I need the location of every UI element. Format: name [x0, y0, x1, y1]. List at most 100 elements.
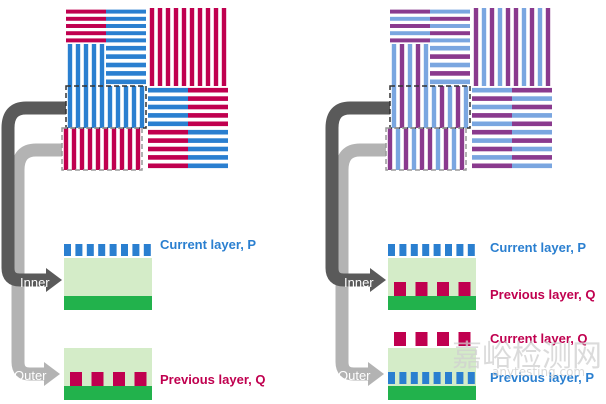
fiber-stripe — [106, 9, 146, 14]
fiber-dash — [467, 244, 475, 256]
right-outer-arrow-head — [368, 362, 384, 386]
fiber-stripe — [106, 38, 146, 43]
fiber-stripe — [106, 62, 146, 68]
fiber-stripe — [221, 8, 227, 86]
fiber-stripe — [430, 45, 470, 51]
fiber-stripe — [149, 8, 155, 86]
fiber-stripe — [148, 96, 188, 101]
left-previous-label: Previous layer, Q — [160, 372, 266, 387]
fiber-stripe — [83, 86, 89, 128]
right-previous-top-label: Previous layer, Q — [490, 287, 596, 302]
fiber-stripe — [430, 54, 470, 59]
fiber-stripe — [66, 38, 106, 43]
fiber-stripe — [91, 44, 97, 86]
fiber-stripe — [87, 128, 93, 170]
fiber-stripe — [135, 128, 141, 170]
right-inner-arrow — [325, 101, 390, 287]
fiber-stripe — [415, 86, 421, 128]
fiber-stripe — [189, 8, 195, 86]
fiber-stripe — [472, 129, 512, 135]
fiber-stripe — [205, 8, 211, 86]
fiber-stripe — [157, 8, 163, 86]
fiber-stripe — [66, 31, 106, 36]
fiber-stripe — [106, 54, 146, 59]
fiber-stripe — [106, 45, 146, 51]
fiber-stripe — [497, 8, 503, 86]
fiber-dash — [132, 244, 140, 256]
fiber-stripe — [472, 87, 512, 93]
fiber-stripe — [512, 121, 552, 127]
fiber-stripe — [148, 155, 188, 160]
fiber-stripe — [430, 9, 470, 14]
fiber-block — [458, 332, 471, 346]
fiber-stripe — [131, 86, 137, 128]
fiber-stripe — [188, 96, 228, 101]
fiber-dash — [388, 244, 395, 256]
fiber-block — [113, 372, 125, 386]
fiber-stripe — [430, 38, 470, 43]
right-inner-arrow-head — [370, 268, 386, 292]
fiber-stripe — [83, 44, 89, 86]
fiber-dash — [467, 372, 475, 384]
fiber-stripe — [188, 121, 228, 127]
fiber-stripe — [512, 138, 552, 143]
left-outer-base — [64, 386, 152, 400]
fiber-stripe — [403, 128, 409, 170]
fiber-stripe — [435, 128, 441, 170]
right-current-top-label: Current layer, P — [490, 240, 586, 255]
fiber-stripe — [75, 86, 81, 128]
fiber-block — [415, 282, 428, 296]
fiber-stripe — [512, 155, 552, 160]
fiber-dash — [433, 372, 441, 384]
fiber-stripe — [513, 8, 519, 86]
fiber-dash — [410, 372, 418, 384]
right-inner-label: Inner — [344, 275, 374, 290]
fiber-dash — [410, 244, 418, 256]
left-inner-arrow — [1, 101, 66, 287]
fiber-stripe — [505, 8, 511, 86]
left-outer-arrow-head — [44, 362, 60, 386]
left-outer-arrow — [11, 143, 70, 381]
fiber-stripe — [173, 8, 179, 86]
fiber-stripe — [148, 87, 188, 93]
right-current-bottom-label: Current layer, Q — [490, 331, 588, 346]
fiber-dash — [75, 244, 83, 256]
fiber-dash — [109, 244, 117, 256]
fiber-stripe — [512, 87, 552, 93]
right-outer-top-block-strip — [394, 332, 471, 346]
fiber-stripe — [188, 129, 228, 135]
fiber-stripe — [115, 86, 121, 128]
fiber-stripe — [71, 128, 77, 170]
fiber-stripe — [390, 31, 430, 36]
fiber-stripe — [430, 31, 470, 36]
fiber-stripe — [512, 113, 552, 118]
fiber-stripe — [79, 128, 85, 170]
fiber-stripe — [489, 8, 495, 86]
fiber-stripe — [537, 8, 543, 86]
left-inner-dash-strip — [64, 244, 151, 256]
left-highlight-light — [61, 127, 143, 171]
fiber-stripe — [181, 8, 187, 86]
fiber-stripe — [165, 8, 171, 86]
fiber-stripe — [63, 128, 69, 170]
fiber-stripe — [106, 31, 146, 36]
fiber-stripe — [395, 128, 401, 170]
fiber-dash — [86, 244, 94, 256]
fiber-stripe — [106, 71, 146, 76]
fiber-dash — [456, 372, 464, 384]
fiber-stripe — [106, 24, 146, 28]
fiber-dash — [121, 244, 128, 256]
fiber-stripe — [107, 86, 113, 128]
fiber-stripe — [512, 96, 552, 101]
fiber-stripe — [66, 9, 106, 14]
fiber-stripe — [188, 87, 228, 93]
fiber-stripe — [512, 129, 552, 135]
left-inner-base — [64, 296, 152, 310]
fiber-block — [394, 332, 406, 346]
fiber-stripe — [512, 163, 552, 169]
right-fiber-grid — [386, 8, 552, 170]
fiber-stripe — [67, 44, 73, 86]
left-outer-label: Outer — [14, 368, 47, 383]
fiber-stripe — [472, 113, 512, 118]
fiber-stripe — [472, 96, 512, 101]
